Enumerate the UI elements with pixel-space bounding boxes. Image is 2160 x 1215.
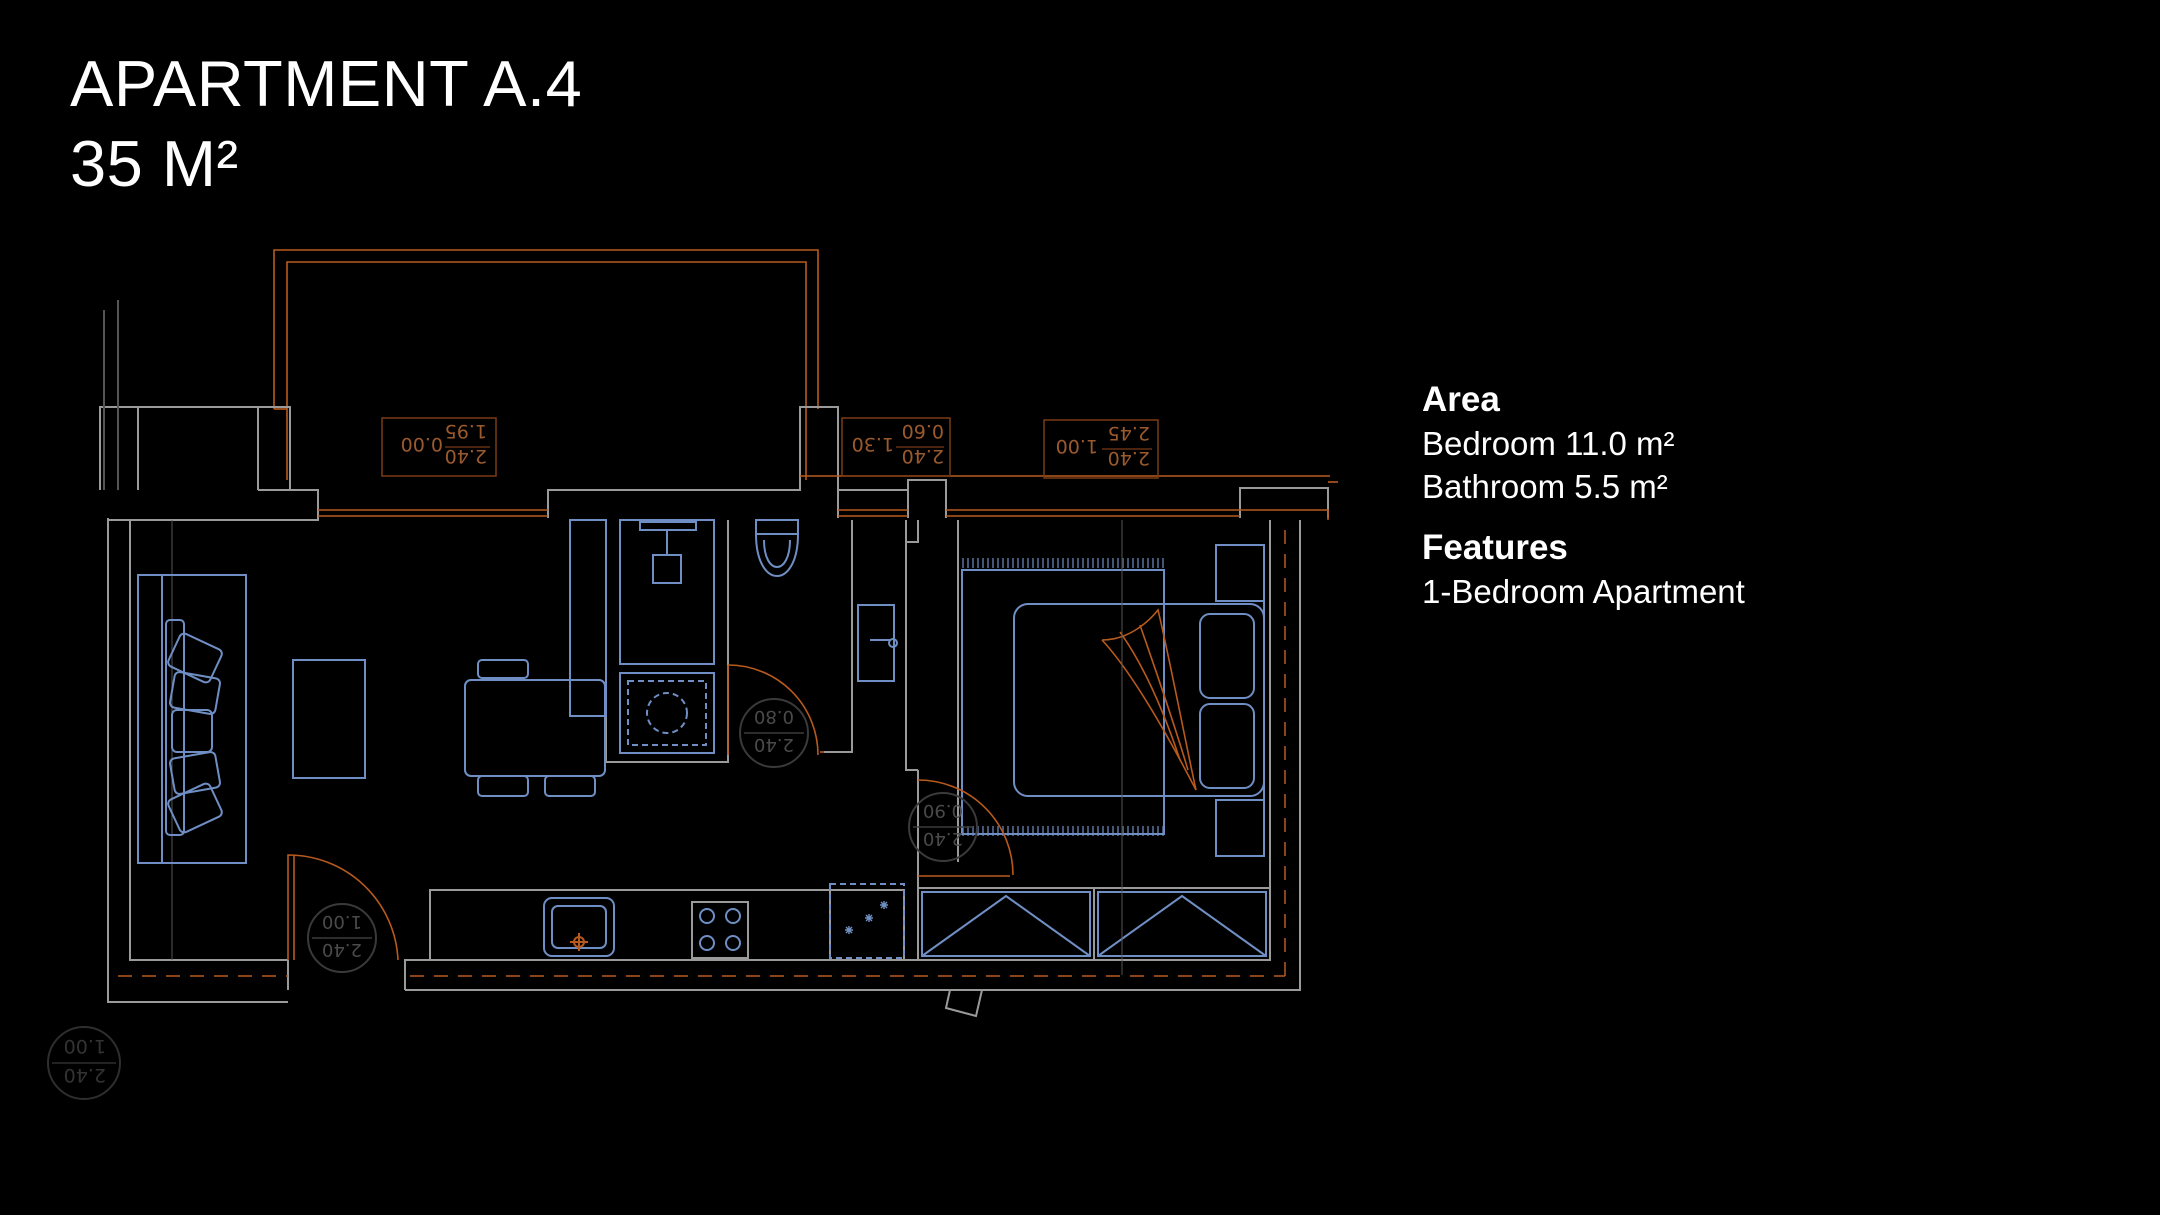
bed (1013, 603, 1265, 797)
balcony-outline (273, 249, 819, 409)
entry-door-tag-bottom: 1.00 (322, 911, 362, 932)
bed-door-tag-top: 2.40 (923, 828, 963, 849)
exterior-wall-left (107, 520, 288, 1003)
feature-item: 1-Bedroom Apartment (1422, 573, 1745, 610)
outside-tag-top: 2.40 (64, 1064, 106, 1086)
window1-tag-top: 2.40 (902, 445, 944, 467)
exterior-wall-top (107, 489, 319, 521)
area-heading: Area (1422, 380, 1500, 419)
cooktop (691, 901, 749, 959)
window2-tag-top: 2.40 (1108, 447, 1150, 469)
apartment-name: APARTMENT A.4 (70, 47, 583, 120)
window1-tag-side: 1.30 (852, 433, 894, 455)
outside-tag-bottom: 1.00 (64, 1035, 106, 1057)
bed-door-tag-bottom: 0.90 (923, 800, 963, 821)
bed-door (917, 779, 1014, 876)
balcony-tag-top: 2.40 (445, 445, 487, 467)
balcony-height-tag: 2.40 1.95 0.00 (381, 417, 497, 477)
window1-height-tag: 2.40 0.60 1.30 (841, 417, 951, 477)
sofa-rug (137, 574, 247, 864)
balcony-tag-side: 0.00 (401, 433, 443, 455)
dining-table (464, 679, 606, 777)
entry-door-tag-top: 2.40 (322, 939, 362, 960)
area-bathroom: Bathroom 5.5 m² (1422, 468, 1668, 505)
window2-tag-bottom: 2.45 (1108, 422, 1150, 444)
toilet (755, 519, 799, 535)
apartment-size: 35 M² (70, 127, 239, 200)
exterior-wall-bottom (404, 959, 1270, 990)
info-panel: Area Bedroom 11.0 m² Bathroom 5.5 m² Fea… (1422, 378, 2022, 613)
shower (619, 519, 715, 665)
bath-door (727, 664, 819, 756)
entry-door (287, 854, 399, 961)
outside-height-tag: 2.40 1.00 (47, 1026, 121, 1100)
kitchen-counter (429, 889, 905, 961)
window2-height-tag: 2.40 2.45 1.00 (1043, 419, 1159, 479)
window2-tag-side: 1.00 (1056, 435, 1098, 457)
bedroom-wall (906, 520, 919, 543)
sink (543, 897, 615, 957)
bath-door-tag-bottom: 0.80 (754, 706, 794, 727)
page-title: APARTMENT A.4 35 M² (70, 44, 582, 204)
entry-door-height-tag: 2.40 1.00 (307, 903, 377, 973)
features-heading: Features (1422, 528, 1568, 567)
bed-door-height-tag: 2.40 0.90 (908, 792, 978, 862)
left-ledge (99, 406, 259, 490)
fridge (829, 883, 905, 959)
window1-tag-bottom: 0.60 (902, 420, 944, 442)
coffee-table (292, 659, 366, 779)
bathroom-walls (605, 520, 729, 763)
area-bedroom: Bedroom 11.0 m² (1422, 425, 1675, 462)
washing-machine (619, 672, 715, 754)
bath-door-tag-top: 2.40 (754, 734, 794, 755)
balcony-tag-bottom: 1.95 (445, 420, 487, 442)
bathroom-basin (857, 604, 895, 682)
bath-door-height-tag: 2.40 0.80 (739, 698, 809, 768)
